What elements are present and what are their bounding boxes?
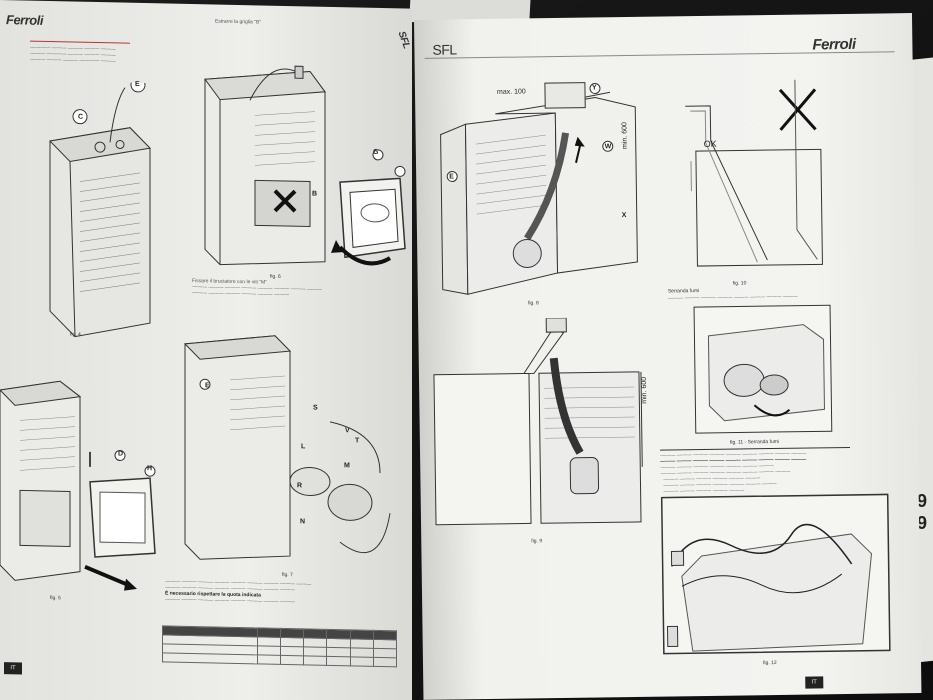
callout-S: S bbox=[313, 404, 318, 412]
callout-H: H bbox=[147, 465, 153, 473]
fig-label: fig. 9 bbox=[531, 538, 543, 545]
section-rule bbox=[660, 446, 851, 451]
fig11-damper-drawing bbox=[693, 304, 833, 434]
fig-label: fig. 8 bbox=[527, 300, 539, 307]
brand-logo: Ferroli bbox=[6, 12, 43, 28]
section-rule bbox=[30, 40, 130, 44]
fig-label: fig. 4 bbox=[70, 331, 81, 338]
callout-E: E bbox=[205, 382, 210, 390]
language-badge: IT bbox=[805, 676, 824, 689]
top-right-text: Estrarre la griglia "B" bbox=[215, 18, 262, 26]
section-text: ——— ——— ——— ——— ——— ——— ——— ——— bbox=[667, 293, 798, 302]
callout-C: C bbox=[78, 113, 84, 121]
fig9-installation-drawing bbox=[433, 317, 643, 526]
header-rule bbox=[424, 51, 895, 59]
callout-B: B bbox=[312, 190, 318, 198]
fig5-boiler-drawing bbox=[0, 380, 156, 591]
callout-E: E bbox=[449, 173, 454, 181]
language-badge: IT bbox=[4, 662, 22, 675]
fig-label: fig. 5 bbox=[50, 595, 61, 602]
fig8-installation-drawing bbox=[440, 82, 638, 295]
dimension-label: min. 600 bbox=[640, 376, 649, 404]
callout-E: E bbox=[135, 80, 140, 88]
fig7-boiler-drawing bbox=[183, 335, 391, 560]
page-label: SFL bbox=[432, 41, 457, 58]
fig4-boiler-drawing bbox=[48, 80, 152, 338]
callout-X: X bbox=[621, 212, 627, 220]
fig10-flue-drawing bbox=[685, 79, 823, 267]
section-title: Serranda fumi bbox=[667, 288, 700, 295]
callout-G: G bbox=[373, 148, 379, 156]
callout-V: V bbox=[345, 427, 350, 435]
callout-R: R bbox=[297, 482, 303, 490]
callout-D: D bbox=[118, 450, 124, 458]
callout-M: M bbox=[344, 462, 350, 470]
fig6-text: Fissare il bruciatore con le viti "M" ——… bbox=[192, 278, 322, 299]
fig6-boiler-drawing bbox=[204, 65, 406, 266]
callout-T: T bbox=[355, 437, 360, 445]
brand-logo: Ferroli bbox=[812, 35, 856, 54]
page-label: SFL bbox=[395, 29, 412, 50]
fig7-text: ——— ——— ——— ——— ——— ——— ——— ——— ——— ——— … bbox=[165, 578, 312, 606]
intro-text: ———— ——— ——— ——— —————— ———— ——— ——— ———… bbox=[30, 44, 116, 65]
callout-N: N bbox=[300, 518, 306, 526]
manual-page-left: Ferroli ———— ——— ——— ——— —————— ———— ———… bbox=[0, 0, 412, 700]
dimension-label: max. 100 bbox=[496, 88, 526, 96]
fig-label: fig. 10 bbox=[732, 280, 747, 287]
manual-page-right: SFL Ferroli Y W E X m bbox=[414, 13, 922, 700]
dimension-label: min. 600 bbox=[621, 122, 629, 150]
callout-W: W bbox=[604, 143, 612, 151]
serpentine-text: ——— ——— ——— ——— ——— ——— ——— ——— ——— ——— … bbox=[660, 450, 807, 501]
callout-L: L bbox=[301, 443, 306, 451]
fig-label: fig. 7 bbox=[282, 571, 293, 579]
callout-Y: Y bbox=[591, 84, 597, 92]
fig-label: fig. 12 bbox=[762, 659, 777, 667]
fig12-serpentine-drawing bbox=[660, 493, 891, 655]
fig-label: fig. 11 - Serranda fumi bbox=[729, 438, 780, 446]
burner-table bbox=[162, 625, 397, 667]
ok-label: OK bbox=[703, 138, 717, 149]
